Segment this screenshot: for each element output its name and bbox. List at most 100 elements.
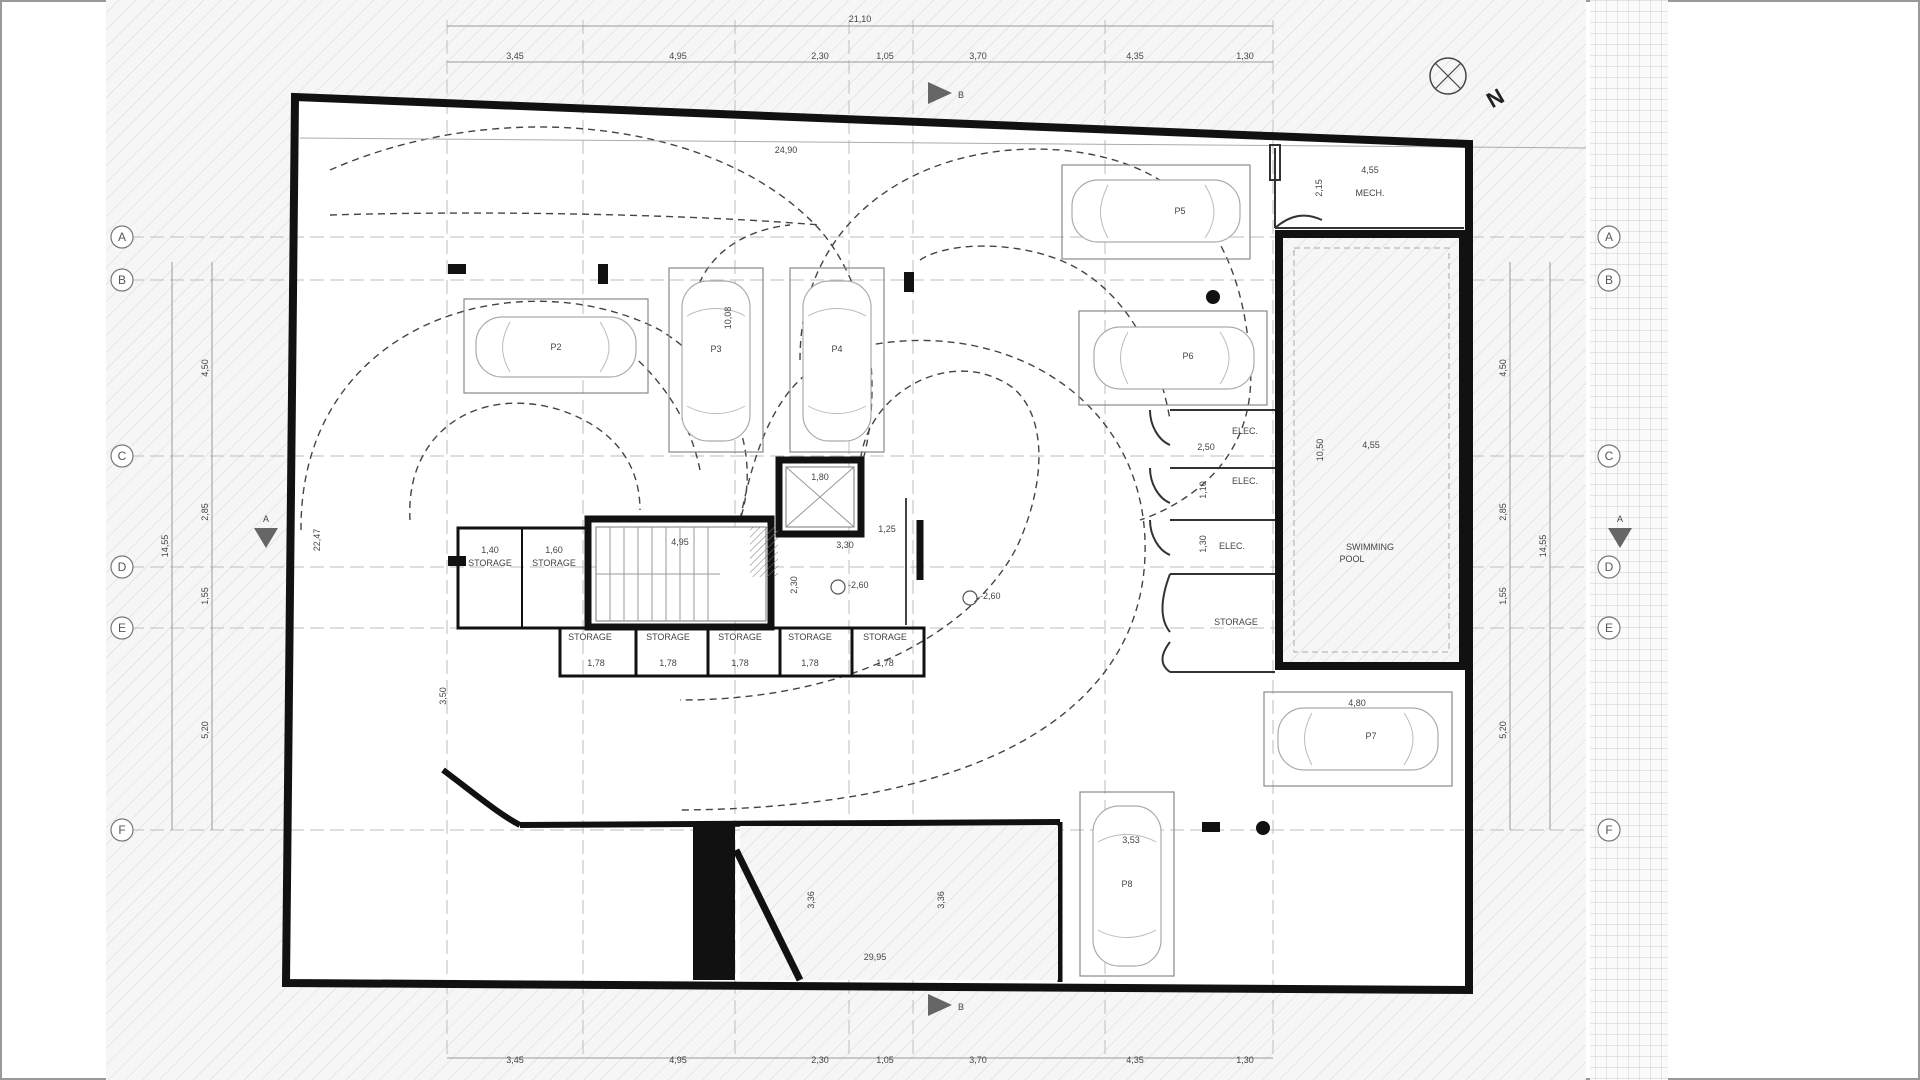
parking-label-p3: P3 [710,344,721,354]
dim-455-pool: 4,55 [1362,440,1380,450]
dim-180: 1,80 [811,472,829,482]
storage-dim-2: 1,78 [659,658,677,668]
storage-dim-4: 1,78 [801,658,819,668]
car-outlines [475,179,1439,967]
building-outer-wall [281,92,1473,995]
storage-dim-5: 1,78 [876,658,894,668]
grid-e-right: E [1605,621,1613,635]
dim-left-4: 5,20 [200,721,210,739]
grid-bubbles-left [110,225,134,842]
level-ramp: -2,60 [980,591,1001,601]
section-a-right-label: A [1617,514,1623,524]
dim-right-1: 4,50 [1498,359,1508,377]
dim-215: 2,15 [1314,179,1324,197]
top-dimensions [447,25,1273,1059]
dim-353: 3,53 [1122,835,1140,845]
dim-bottom-5: 3,70 [969,1055,987,1065]
dim-bottom-7: 1,30 [1236,1055,1254,1065]
dim-right-4: 5,20 [1498,721,1508,739]
dim-330: 3,30 [836,540,854,550]
parking-label-p8: P8 [1121,879,1132,889]
room-storage-left-2: STORAGE [532,558,576,568]
swimming-pool [1275,230,1467,670]
car-icon [802,280,872,442]
car-windshields [502,184,1414,938]
parking-stalls [463,164,1453,977]
dim-480: 4,80 [1348,698,1366,708]
storage-unit-1: STORAGE [568,632,612,642]
dim-160: 1,60 [545,545,563,555]
storage-dim-1: 1,78 [587,658,605,668]
storage-dim-3: 1,78 [731,658,749,668]
dim-bottom-3: 2,30 [811,1055,829,1065]
section-b-top-icon [928,82,952,104]
parking-label-p4: P4 [831,344,842,354]
dim-left-3: 1,55 [200,587,210,605]
room-elec-3: ELEC. [1219,541,1245,551]
level-core: -2,60 [848,580,869,590]
dim-2490: 24,90 [775,145,798,155]
storage-row [558,626,926,678]
room-elec-1: ELEC. [1232,426,1258,436]
adjacent-grid-strip [1590,0,1668,1080]
dim-right-3: 1,55 [1498,587,1508,605]
room-mech: MECH. [1356,188,1385,198]
ramp-column [693,826,735,980]
room-storage-right: STORAGE [1214,617,1258,627]
ramp-curve-wall [441,767,522,828]
room-storage-left-1: STORAGE [468,558,512,568]
north-compass-icon [1429,57,1467,95]
parking-label-p2: P2 [550,342,561,352]
section-a-left-icon [254,528,278,548]
dim-top-7: 1,30 [1236,51,1254,61]
car-icon [1277,707,1439,771]
dim-top-6: 4,35 [1126,51,1144,61]
grid-d-left: D [118,560,127,574]
grid-a-left: A [118,230,126,244]
parking-label-p5: P5 [1174,206,1185,216]
dim-bottom-4: 1,05 [876,1055,894,1065]
ramp-area [740,826,1058,980]
storage-unit-5: STORAGE [863,632,907,642]
grid-f-right: F [1605,823,1612,837]
car-icon [475,316,637,378]
grid-e-left: E [118,621,126,635]
grid-b-right: B [1605,273,1613,287]
room-pool-line1: SWIMMING [1346,542,1394,552]
dim-left-1: 4,50 [200,359,210,377]
dim-455-top: 4,55 [1361,165,1379,175]
car-icon [1093,326,1255,390]
section-a-left-label: A [263,514,269,524]
dim-top-1: 3,45 [506,51,524,61]
stair-hatch [750,527,778,577]
dim-125: 1,25 [878,524,896,534]
parking-label-p7: P7 [1365,731,1376,741]
storage-unit-3: STORAGE [718,632,762,642]
dim-bottom-1: 3,45 [506,1055,524,1065]
section-a-right-icon [1608,528,1632,548]
section-markers [254,82,1632,1016]
dim-130: 1,30 [1198,535,1208,553]
dim-top-5: 3,70 [969,51,987,61]
level-marker-icon [962,590,978,606]
dim-2995: 29,95 [864,952,887,962]
section-b-top-label: B [958,90,964,100]
dim-1008: 10,08 [723,307,733,330]
stair-treads [596,527,720,621]
room-pool-line2: POOL [1339,554,1364,564]
grid-b-left: B [118,273,126,287]
grid-c-right: C [1605,449,1614,463]
dim-top-total: 21,10 [849,14,872,24]
section-b-bottom-label: B [958,1002,964,1012]
dim-230: 2,30 [789,576,799,594]
dim-110: 1,10 [1198,481,1208,499]
dim-350: 3,50 [438,687,448,705]
dim-right-total: 14,55 [1538,535,1548,558]
dim-250: 2,50 [1197,442,1215,452]
dim-top-2: 4,95 [669,51,687,61]
car-icon [681,280,751,442]
ramp-brace [732,848,804,982]
dim-2247: 22,47 [312,529,322,552]
pool-inner-edge [1293,247,1450,653]
